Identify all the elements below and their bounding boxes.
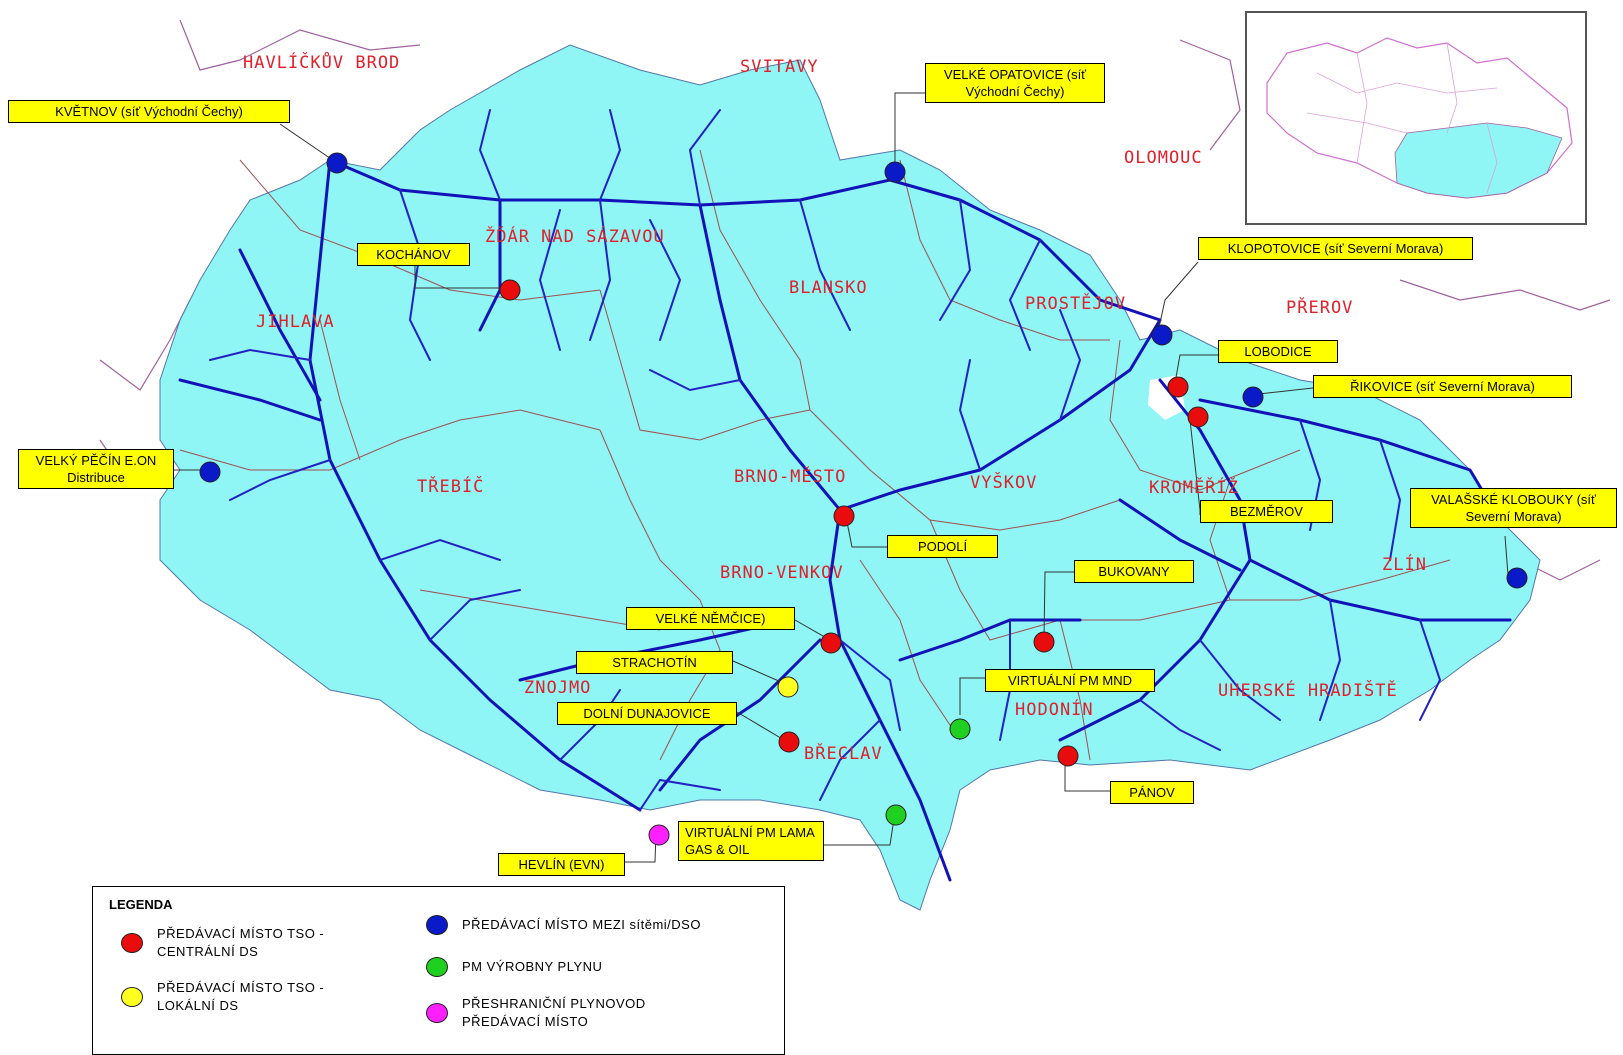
point-rikovice [1242, 386, 1264, 408]
point-virtualni-pm-mnd [949, 718, 971, 740]
district-trebic: TŘEBÍČ [417, 477, 485, 497]
district-znojmo: ZNOJMO [524, 678, 592, 698]
district-brno-mesto: BRNO-MĚSTO [734, 467, 847, 487]
legend-item-tso-central: PŘEDÁVACÍ MÍSTO TSO - CENTRÁLNÍ DS [121, 925, 381, 961]
district-havlickuv-brod: HAVLÍČKŮV BROD [243, 53, 401, 73]
callout-velke-nemcice: VELKÉ NĚMČICE) [626, 607, 795, 630]
legend-dot-red [121, 933, 143, 953]
callout-velky-pecin: VELKÝ PĚČÍN E.ON Distribuce [18, 449, 174, 489]
district-zlin: ZLÍN [1382, 555, 1427, 575]
point-panov [1057, 745, 1079, 767]
inset-highlight-region [1394, 122, 1563, 199]
district-prerov: PŘEROV [1286, 298, 1354, 318]
legend-item-production: PM VÝROBNY PLYNU [426, 957, 776, 977]
inset-locator-map [1245, 11, 1587, 225]
point-strachotin [777, 676, 799, 698]
legend-item-crossborder: PŘESHRANIČNÍ PLYNOVOD PŘEDÁVACÍ MÍSTO [426, 995, 676, 1031]
callout-bukovany: BUKOVANY [1074, 560, 1194, 583]
point-lobodice [1167, 376, 1189, 398]
point-kochanov [499, 279, 521, 301]
point-podoli [833, 505, 855, 527]
callout-podoli: PODOLÍ [887, 535, 998, 558]
district-olomouc: OLOMOUC [1124, 148, 1203, 168]
callout-strachotin: STRACHOTÍN [576, 651, 733, 674]
point-bezmerov [1187, 406, 1209, 428]
point-velke-opatovice [884, 161, 906, 183]
legend-item-dso: PŘEDÁVACÍ MÍSTO MEZI sítěmi/DSO [426, 915, 776, 935]
legend-text-production: PM VÝROBNY PLYNU [462, 959, 603, 974]
point-kvetnov [326, 152, 348, 174]
district-svitavy: SVITAVY [740, 57, 819, 77]
district-uherske-hradiste: UHERSKÉ HRADIŠTĚ [1218, 681, 1398, 701]
point-velky-pecin [199, 461, 221, 483]
callout-hevlin: HEVLÍN (EVN) [498, 853, 625, 876]
point-valasske-klobouky [1506, 567, 1528, 589]
point-bukovany [1033, 631, 1055, 653]
callout-bezmerov: BEZMĚROV [1200, 500, 1333, 523]
district-breclav: BŘECLAV [804, 744, 883, 764]
inset-country-outline [1266, 37, 1573, 199]
district-hodonin: HODONÍN [1015, 700, 1094, 720]
district-kromeriz: KROMĚŘÍŽ [1149, 478, 1239, 498]
legend-dot-blue [426, 915, 448, 935]
legend-item-tso-local: PŘEDÁVACÍ MÍSTO TSO - LOKÁLNÍ DS [121, 979, 381, 1015]
callout-lama-gas: VIRTUÁLNÍ PM LAMA GAS & OIL [678, 821, 824, 861]
legend-dot-magenta [426, 1003, 448, 1023]
legend-title: LEGENDA [109, 897, 173, 912]
callout-kvetnov: KVĚTNOV (síť Východní Čechy) [8, 100, 290, 123]
point-dolni-dunajovice [778, 731, 800, 753]
district-prostejov: PROSTĚJOV [1025, 294, 1127, 314]
legend: LEGENDA PŘEDÁVACÍ MÍSTO TSO - CENTRÁLNÍ … [92, 886, 785, 1055]
callout-dolni-dunajovice: DOLNÍ DUNAJOVICE [557, 702, 737, 725]
callout-valasske-klobouky: VALAŠSKÉ KLOBOUKY (síť Severní Morava) [1410, 488, 1617, 528]
callout-klopotovice: KLOPOTOVICE (síť Severní Morava) [1198, 237, 1473, 260]
legend-dot-yellow [121, 987, 143, 1007]
district-jihlava: JIHLAVA [256, 312, 335, 332]
legend-text-tso-local: PŘEDÁVACÍ MÍSTO TSO - LOKÁLNÍ DS [157, 980, 325, 1013]
district-blansko: BLANSKO [789, 278, 868, 298]
callout-kochanov: KOCHÁNOV [357, 243, 470, 266]
callout-panov: PÁNOV [1110, 781, 1194, 804]
point-hevlin [648, 824, 670, 846]
point-klopotovice [1151, 324, 1173, 346]
district-vyskov: VYŠKOV [970, 473, 1038, 493]
legend-text-crossborder: PŘESHRANIČNÍ PLYNOVOD PŘEDÁVACÍ MÍSTO [462, 996, 646, 1029]
district-zdar: ŽĎÁR NAD SÁZAVOU [485, 227, 665, 247]
point-velke-nemcice [820, 632, 842, 654]
legend-text-dso: PŘEDÁVACÍ MÍSTO MEZI sítěmi/DSO [462, 917, 701, 932]
legend-text-tso-central: PŘEDÁVACÍ MÍSTO TSO - CENTRÁLNÍ DS [157, 926, 325, 959]
callout-velke-opatovice: VELKÉ OPATOVICE (síť Východní Čechy) [925, 63, 1105, 103]
inset-region-borders [1306, 42, 1498, 194]
callout-rikovice: ŘIKOVICE (síť Severní Morava) [1313, 375, 1572, 398]
legend-dot-green [426, 957, 448, 977]
callout-lobodice: LOBODICE [1218, 340, 1338, 363]
transfer-points [199, 152, 1528, 846]
point-lama-gas [885, 804, 907, 826]
callout-virtualni-pm-mnd: VIRTUÁLNÍ PM MND [985, 669, 1155, 692]
district-brno-venkov: BRNO-VENKOV [720, 563, 844, 583]
